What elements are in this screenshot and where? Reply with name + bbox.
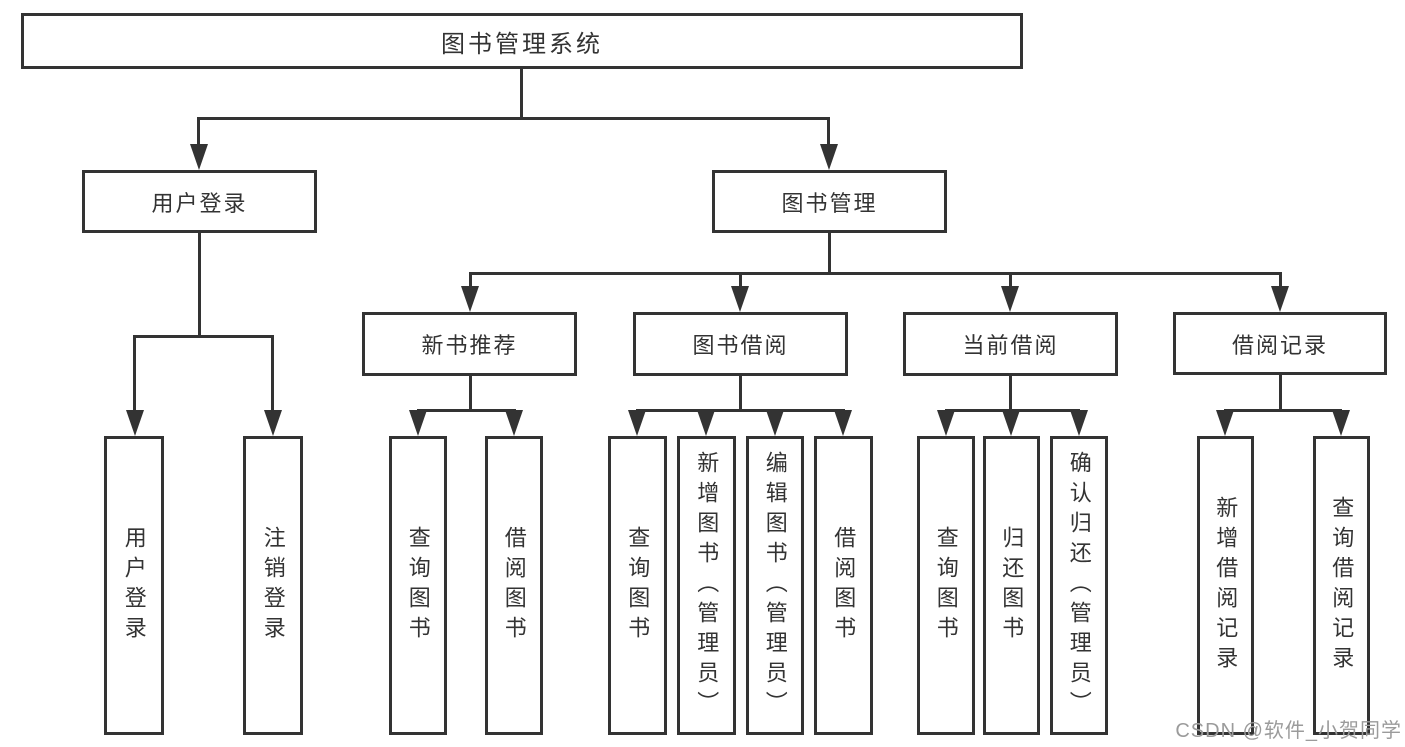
node-user-login-label: 用户登录 bbox=[151, 190, 248, 216]
connector-bb-horizontal bbox=[636, 409, 845, 412]
node-book-management-label: 图书管理 bbox=[781, 190, 878, 216]
arrowhead-to-br-add bbox=[1216, 410, 1234, 436]
connector-nbr-vertical bbox=[469, 376, 472, 412]
node-book-borrow: 图书借阅 bbox=[633, 312, 848, 376]
connector-bb-vertical bbox=[739, 376, 742, 412]
connector-nbr-horizontal bbox=[417, 409, 516, 412]
node-root-library-system: 图书管理系统 bbox=[21, 13, 1023, 69]
arrowhead-to-new-book-rec bbox=[461, 286, 479, 312]
node-current-borrow-label: 当前借阅 bbox=[962, 333, 1059, 358]
leaf-cb-confirm-return-admin: 确认归还（管理员） bbox=[1050, 436, 1108, 735]
node-book-management: 图书管理 bbox=[712, 170, 947, 233]
leaf-bb-edit-books-admin-label: 编辑图书（管理员） bbox=[762, 450, 788, 721]
leaf-user-login-label: 用户登录 bbox=[121, 525, 147, 646]
arrowhead-to-nbr-borrow bbox=[505, 410, 523, 436]
connector-mgmt-drop-4 bbox=[1279, 272, 1282, 288]
leaf-br-add-record-label: 新增借阅记录 bbox=[1213, 495, 1239, 676]
arrowhead-to-user-login bbox=[190, 144, 208, 170]
leaf-bb-add-books-admin-label: 新增图书（管理员） bbox=[694, 450, 720, 721]
connector-root-drop-right bbox=[827, 117, 830, 147]
arrowhead-to-cb-return bbox=[1002, 410, 1020, 436]
arrowhead-to-bb-query bbox=[628, 410, 646, 436]
leaf-nbr-borrow-books-label: 借阅图书 bbox=[501, 525, 527, 646]
arrowhead-to-cb-confirm bbox=[1070, 410, 1088, 436]
connector-br-horizontal bbox=[1224, 409, 1342, 412]
connector-mgmt-drop-1 bbox=[469, 272, 472, 288]
node-root-label: 图书管理系统 bbox=[441, 30, 603, 58]
leaf-bb-query-books: 查询图书 bbox=[608, 436, 667, 735]
arrowhead-to-leaf-user-login bbox=[126, 410, 144, 436]
node-user-login: 用户登录 bbox=[82, 170, 317, 233]
leaf-cb-query-books-label: 查询图书 bbox=[933, 525, 959, 646]
arrowhead-to-br-query bbox=[1332, 410, 1350, 436]
leaf-logout: 注销登录 bbox=[243, 436, 303, 735]
arrowhead-to-leaf-logout bbox=[264, 410, 282, 436]
leaf-br-query-record: 查询借阅记录 bbox=[1313, 436, 1370, 735]
node-borrow-records-label: 借阅记录 bbox=[1231, 332, 1328, 358]
leaf-bb-add-books-admin: 新增图书（管理员） bbox=[677, 436, 736, 735]
connector-root-vertical bbox=[520, 69, 523, 119]
arrowhead-to-current-borrow bbox=[1001, 286, 1019, 312]
arrowhead-to-cb-query bbox=[937, 410, 955, 436]
arrowhead-to-bb-edit bbox=[766, 410, 784, 436]
leaf-nbr-query-books-label: 查询图书 bbox=[405, 525, 431, 646]
node-new-book-recommendation-label: 新书推荐 bbox=[421, 333, 518, 358]
node-new-book-recommendation: 新书推荐 bbox=[362, 312, 577, 376]
leaf-br-add-record: 新增借阅记录 bbox=[1197, 436, 1254, 735]
leaf-br-query-record-label: 查询借阅记录 bbox=[1329, 495, 1355, 676]
connector-mgmt-horizontal bbox=[469, 272, 1281, 275]
leaf-nbr-query-books: 查询图书 bbox=[389, 436, 447, 735]
node-borrow-records: 借阅记录 bbox=[1173, 312, 1387, 375]
arrowhead-to-nbr-query bbox=[409, 410, 427, 436]
connector-cb-vertical bbox=[1009, 376, 1012, 412]
leaf-cb-query-books: 查询图书 bbox=[917, 436, 975, 735]
leaf-bb-borrow-books: 借阅图书 bbox=[814, 436, 873, 735]
leaf-bb-borrow-books-label: 借阅图书 bbox=[831, 525, 857, 646]
connector-mgmt-drop-2 bbox=[739, 272, 742, 288]
arrowhead-to-book-borrow bbox=[731, 286, 749, 312]
connector-root-drop-left bbox=[197, 117, 200, 147]
connector-mgmt-drop-3 bbox=[1009, 272, 1012, 288]
connector-user-drop-left bbox=[133, 335, 136, 413]
leaf-cb-return-books-label: 归还图书 bbox=[999, 525, 1025, 646]
arrowhead-to-book-management bbox=[820, 144, 838, 170]
arrowhead-to-bb-borrow bbox=[834, 410, 852, 436]
leaf-bb-edit-books-admin: 编辑图书（管理员） bbox=[746, 436, 804, 735]
connector-mgmt-vertical bbox=[828, 233, 831, 274]
connector-user-vertical bbox=[198, 233, 201, 338]
csdn-watermark: CSDN @软件_小贺同学 bbox=[1175, 720, 1402, 742]
arrowhead-to-bb-add bbox=[697, 410, 715, 436]
connector-user-drop-right bbox=[271, 335, 274, 413]
leaf-nbr-borrow-books: 借阅图书 bbox=[485, 436, 543, 735]
leaf-bb-query-books-label: 查询图书 bbox=[625, 525, 651, 646]
leaf-logout-label: 注销登录 bbox=[260, 525, 286, 646]
arrowhead-to-borrow-records bbox=[1271, 286, 1289, 312]
connector-root-horizontal bbox=[197, 117, 830, 120]
node-current-borrow: 当前借阅 bbox=[903, 312, 1118, 376]
connector-br-vertical bbox=[1279, 375, 1282, 412]
leaf-cb-confirm-return-admin-label: 确认归还（管理员） bbox=[1066, 450, 1092, 721]
connector-user-horizontal bbox=[133, 335, 274, 338]
leaf-cb-return-books: 归还图书 bbox=[983, 436, 1040, 735]
leaf-user-login: 用户登录 bbox=[104, 436, 164, 735]
node-book-borrow-label: 图书借阅 bbox=[692, 333, 789, 358]
